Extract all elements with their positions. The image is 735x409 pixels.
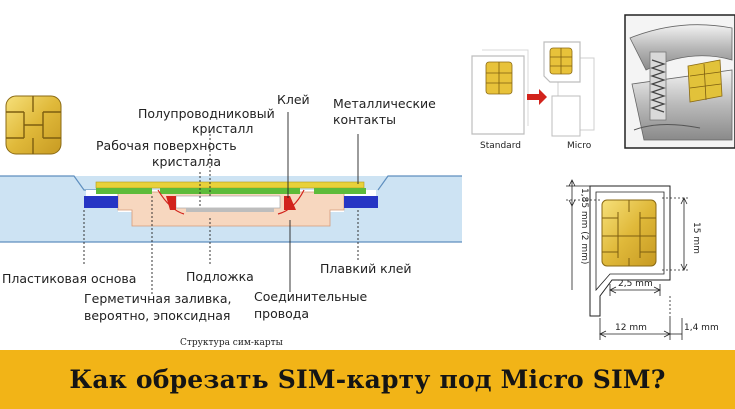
size-label-standard: Standard [480,141,521,151]
label-work-surface-2: кристалла [152,154,221,169]
wire-left [157,189,185,215]
label-metal-contacts-2: контакты [333,112,396,127]
sim-cutter-photo [624,14,735,149]
glue-left [96,188,152,194]
label-glue: Клей [277,92,310,107]
title-banner: Как обрезать SIM-карту под Micro SIM? [0,350,735,409]
spring-icon [650,59,666,113]
label-semiconductor-2: кристалл [192,121,253,136]
crystal-block [186,208,274,212]
label-plastic-base: Пластиковая основа [2,271,136,286]
sim-cross-section [0,175,462,243]
dim-edge-14: 1,4 mm [684,323,719,333]
sim-chip-icon [5,95,62,155]
dim-chip-width: 2,5 mm [618,279,653,289]
leader-lines [83,112,359,294]
micro-sim-dimensions-drawing: 1,85 mm (2 mm) 15 mm 2,5 mm 12 mm 1,4 mm [566,179,719,340]
label-substrate: Подложка [186,269,254,284]
metal-contacts-layer [95,181,365,189]
melt-glue-right [344,196,378,208]
label-work-surface-1: Рабочая поверхность [96,138,237,153]
glue-right [314,188,366,194]
label-hermetic-1: Герметичная заливка, [84,291,231,306]
structure-caption: Структура сим-карты [180,338,283,348]
glue-center [160,188,300,194]
dim-contact-offset: 1,85 mm (2 mm) [579,188,589,264]
label-metal-contacts-1: Металлические [333,96,436,111]
red-arrow-icon [527,89,547,105]
label-wires-1: Соединительные [254,289,367,304]
standard-to-micro-illustration: Standard Micro [471,41,595,151]
wire-right [277,189,305,215]
dim-width-12: 12 mm [615,323,647,333]
melt-glue-left [84,196,118,208]
label-hot-melt-glue: Плавкий клей [320,261,412,276]
label-wires-2: провода [254,306,309,321]
banner-title: Как обрезать SIM-карту под Micro SIM? [69,365,666,394]
size-label-micro: Micro [567,141,592,151]
label-semiconductor-1: Полупроводниковый [138,106,275,121]
label-hermetic-2: вероятно, эпоксидная [84,308,230,323]
dim-height-15: 15 mm [691,222,701,254]
